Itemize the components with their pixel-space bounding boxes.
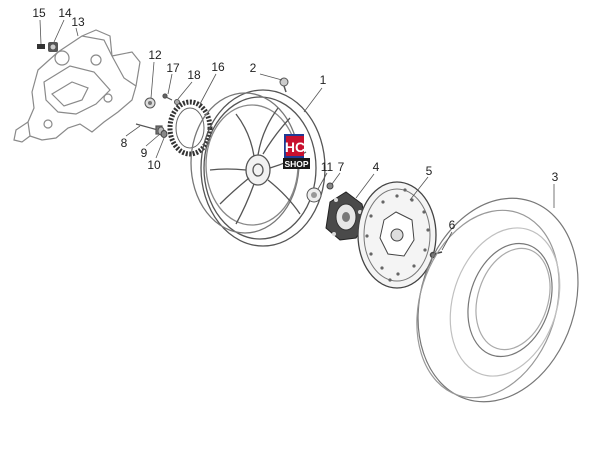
callout-13: 13 [71,15,85,29]
nut-15 [37,44,45,49]
callout-10: 10 [147,158,161,172]
callout-16: 16 [211,60,225,74]
tyre-3 [416,197,579,403]
nut-10 [160,130,168,138]
washer-18 [174,99,180,105]
spacer-12 [144,97,156,109]
callout-6: 6 [449,218,456,232]
hub-flange-4 [325,191,367,241]
wheel-rim-1 [190,89,326,247]
callout-7: 7 [338,160,345,174]
screw-17 [162,93,173,101]
logo-shop-text: SHOP [284,159,308,169]
brake-disc-5 [357,181,437,289]
callout-2: 2 [250,61,257,75]
callout-1: 1 [320,73,327,87]
spacer-11 [306,187,322,203]
leader-lines [39,19,555,251]
callout-18: 18 [187,68,201,82]
callout-12: 12 [148,48,162,62]
swingarm-13 [13,29,141,143]
hc-shop-logo: HC SHOP [283,134,310,169]
bolt-7 [326,182,334,190]
callout-9: 9 [141,146,148,160]
callout-4: 4 [373,160,380,174]
callout-14: 14 [58,6,72,20]
bearing-14 [48,42,58,52]
callout-5: 5 [426,164,433,178]
abs-ring-16 [167,99,213,157]
callout-11: 11 [321,160,334,174]
callout-15: 15 [32,6,46,20]
callout-3: 3 [552,170,559,184]
logo-hc-text: HC [285,139,305,155]
callout-8: 8 [121,136,128,150]
callout-17: 17 [166,61,180,75]
callout-numbers: 15 14 13 12 17 18 16 2 1 8 9 10 11 7 4 5… [32,6,558,232]
